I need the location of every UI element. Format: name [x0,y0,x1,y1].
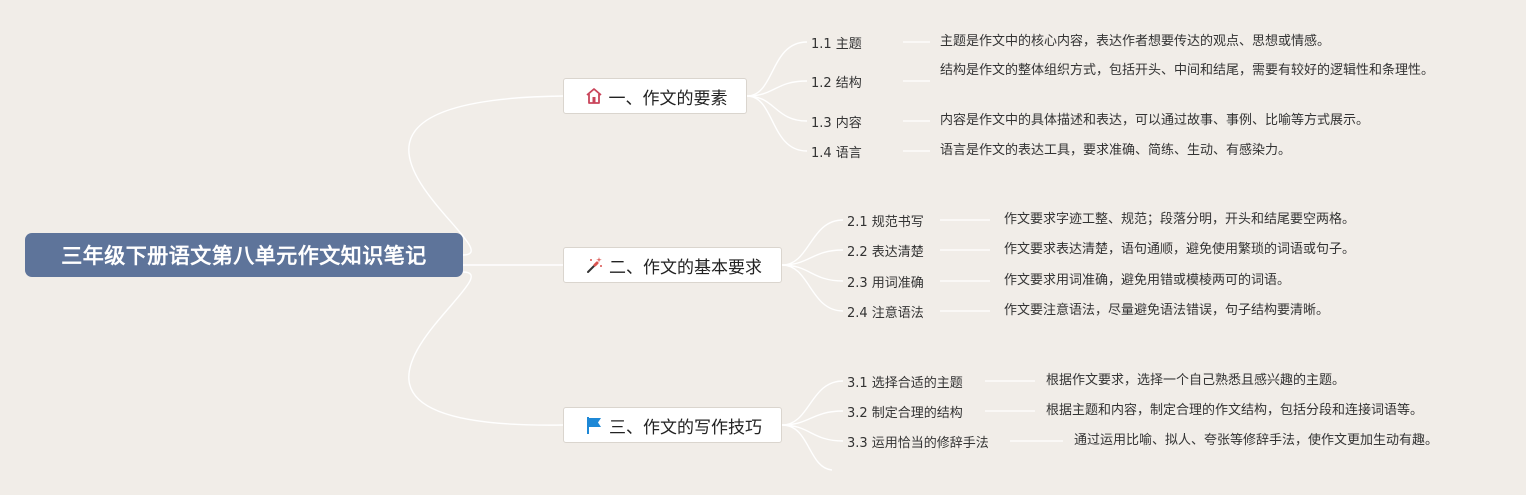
subtopic-description: 作文要注意语法，尽量避免语法错误，句子结构要清晰。 [1004,303,1330,318]
subtopic-label[interactable]: 2.4 注意语法 [847,306,924,321]
topic-elements[interactable]: 一、作文的要素 [563,78,747,114]
subtopic-description: 作文要求表达清楚，语句通顺，避免使用繁琐的词语或句子。 [1004,242,1356,257]
subtopic-label[interactable]: 2.1 规范书写 [847,215,924,230]
root-topic[interactable]: 三年级下册语文第八单元作文知识笔记 [25,233,463,277]
topic-title: 二、作文的基本要求 [609,257,762,278]
subtopic-label[interactable]: 1.3 内容 [811,116,862,131]
topic-title: 一、作文的要素 [608,88,728,109]
subtopic-description: 根据作文要求，选择一个自己熟悉且感兴趣的主题。 [1046,373,1346,388]
subtopic-label[interactable]: 1.1 主题 [811,37,862,52]
subtopic-description: 作文要求用词准确，避免用错或模棱两可的词语。 [1004,273,1291,288]
subtopic-description: 作文要求字迹工整、规范；段落分明，开头和结尾要空两格。 [1004,212,1356,227]
subtopic-description: 内容是作文中的具体描述和表达，可以通过故事、事例、比喻等方式展示。 [940,113,1370,128]
subtopic-description: 根据主题和内容，制定合理的作文结构，包括分段和连接词语等。 [1046,403,1424,418]
subtopic-description: 语言是作文的表达工具，要求准确、简练、生动、有感染力。 [940,143,1292,158]
subtopic-label[interactable]: 3.1 选择合适的主题 [847,376,963,391]
subtopic-label[interactable]: 2.3 用词准确 [847,276,924,291]
topic-basic-requirements[interactable]: 二、作文的基本要求 [563,247,782,283]
topic-title: 三、作文的写作技巧 [609,417,762,438]
subtopic-label[interactable]: 3.3 运用恰当的修辞手法 [847,436,989,451]
magic-wand-icon [583,254,605,276]
subtopic-label[interactable]: 1.4 语言 [811,146,862,161]
subtopic-description: 结构是作文的整体组织方式，包括开头、中间和结尾，需要有较好的逻辑性和条理性。 [940,63,1435,78]
subtopic-description: 主题是作文中的核心内容，表达作者想要传达的观点、思想或情感。 [940,34,1331,49]
home-icon [583,85,605,107]
topic-writing-techniques[interactable]: 三、作文的写作技巧 [563,407,782,443]
flag-icon [583,414,605,436]
subtopic-description: 通过运用比喻、拟人、夸张等修辞手法，使作文更加生动有趣。 [1074,433,1439,448]
subtopic-label[interactable]: 1.2 结构 [811,76,862,91]
subtopic-label[interactable]: 3.2 制定合理的结构 [847,406,963,421]
subtopic-label[interactable]: 2.2 表达清楚 [847,245,924,260]
